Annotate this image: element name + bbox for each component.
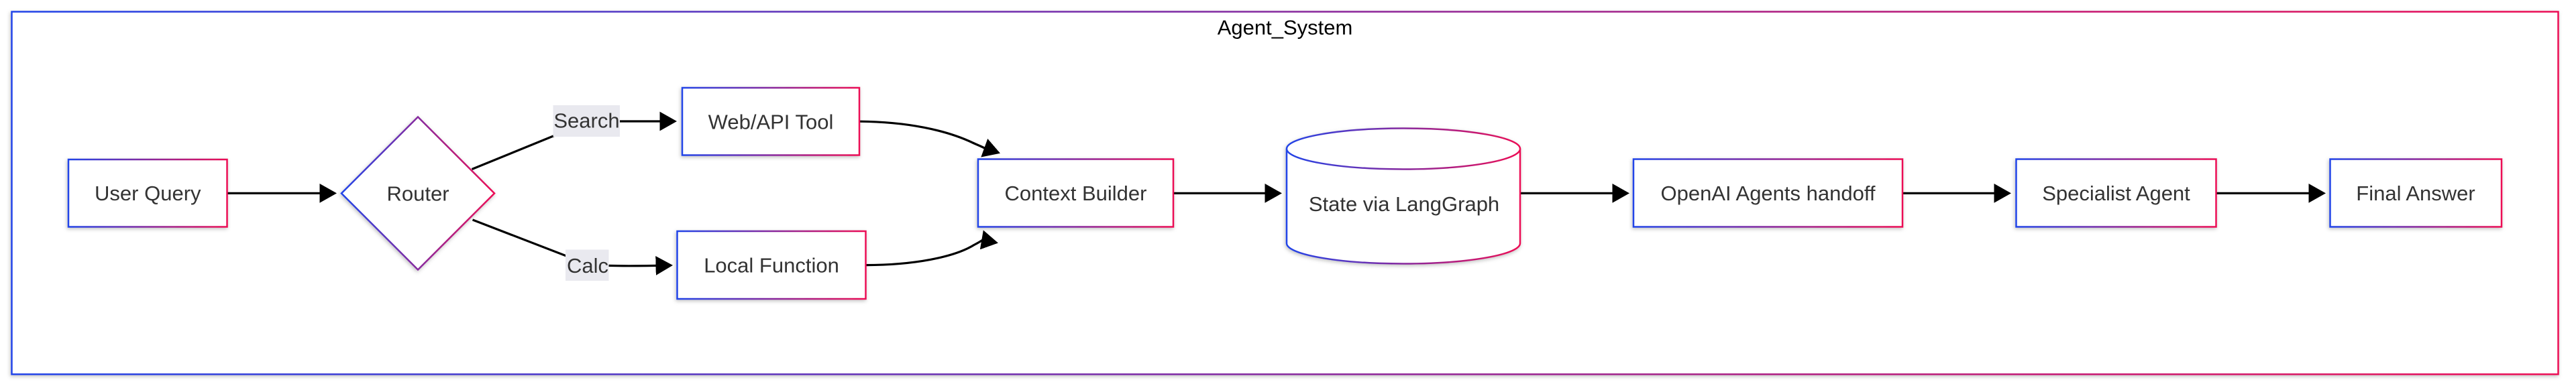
svg-text:User Query: User Query [95,182,201,205]
svg-text:Local Function: Local Function [704,254,839,277]
svg-text:Router: Router [386,182,449,206]
svg-text:OpenAI Agents handoff: OpenAI Agents handoff [1660,182,1875,205]
svg-text:Context Builder: Context Builder [1005,182,1147,205]
svg-text:State via LangGraph: State via LangGraph [1309,192,1499,216]
svg-text:Web/API Tool: Web/API Tool [708,110,834,133]
svg-text:Search: Search [553,109,619,132]
svg-text:Agent_System: Agent_System [1218,16,1353,40]
svg-text:Calc: Calc [567,254,608,277]
svg-text:Specialist Agent: Specialist Agent [2042,182,2190,205]
svg-text:Final Answer: Final Answer [2356,182,2475,205]
